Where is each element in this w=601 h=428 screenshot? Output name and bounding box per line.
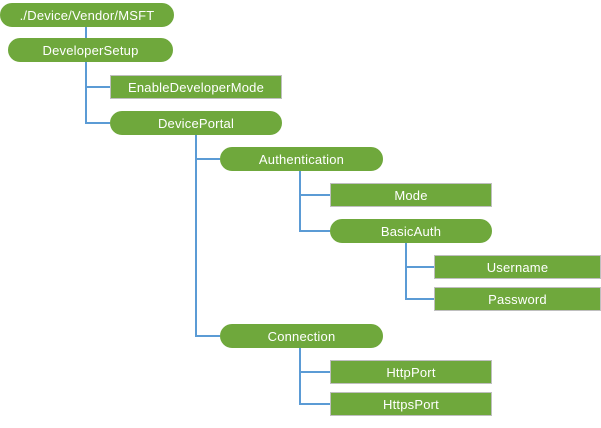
- tree-node-enabledevelopermode[interactable]: EnableDeveloperMode: [110, 75, 282, 99]
- tree-node-label: Authentication: [258, 151, 345, 167]
- tree-node-basicauth[interactable]: BasicAuth: [330, 219, 492, 243]
- tree-node-httpsport[interactable]: HttpsPort: [330, 392, 492, 416]
- tree-node-connection[interactable]: Connection: [220, 324, 383, 348]
- tree-node-root[interactable]: ./Device/Vendor/MSFT: [0, 3, 174, 27]
- tree-node-label: ./Device/Vendor/MSFT: [19, 7, 155, 23]
- tree-node-label: Mode: [394, 187, 428, 203]
- tree-node-label: HttpPort: [386, 364, 436, 380]
- connector-developersetup-to-deviceportal: [85, 62, 110, 124]
- connector-connection-to-httpsport: [299, 348, 330, 405]
- tree-node-password[interactable]: Password: [434, 287, 601, 311]
- tree-node-mode[interactable]: Mode: [330, 183, 492, 207]
- tree-node-authentication[interactable]: Authentication: [220, 147, 383, 171]
- tree-node-label: BasicAuth: [380, 223, 442, 239]
- tree-node-label: Connection: [267, 328, 336, 344]
- connector-basicauth-to-password: [405, 243, 434, 300]
- tree-node-httpport[interactable]: HttpPort: [330, 360, 492, 384]
- tree-node-label: HttpsPort: [383, 396, 439, 412]
- connector-deviceportal-to-authentication: [195, 135, 220, 160]
- connector-developersetup-to-enabledevelopermode: [85, 62, 110, 88]
- connector-connection-to-httpport: [299, 348, 330, 373]
- tree-node-label: Username: [486, 259, 549, 275]
- tree-node-deviceportal[interactable]: DevicePortal: [110, 111, 282, 135]
- tree-node-label: Password: [488, 291, 547, 307]
- connector-authentication-to-basicauth: [299, 171, 330, 232]
- connector-basicauth-to-username: [405, 243, 434, 268]
- connector-deviceportal-to-connection: [195, 135, 220, 337]
- tree-node-username[interactable]: Username: [434, 255, 601, 279]
- tree-node-label: EnableDeveloperMode: [127, 79, 265, 95]
- connector-authentication-to-mode: [299, 171, 330, 196]
- tree-node-label: DevicePortal: [157, 115, 235, 131]
- tree-node-label: DeveloperSetup: [42, 42, 139, 58]
- tree-node-developersetup[interactable]: DeveloperSetup: [8, 38, 173, 62]
